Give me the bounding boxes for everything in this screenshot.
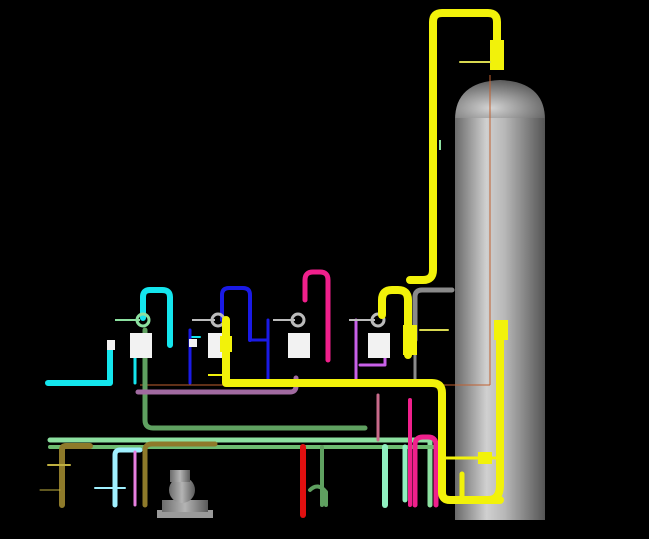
lower-header-main xyxy=(47,437,433,508)
cyan-header xyxy=(45,342,113,386)
exchanger-4 xyxy=(368,333,390,358)
pump-suction-piping xyxy=(39,441,218,508)
valve-handles xyxy=(115,319,375,376)
bottoms-pump xyxy=(157,470,213,518)
pump-motor xyxy=(170,470,190,482)
pump-casing xyxy=(169,477,195,503)
green-header-piping xyxy=(47,327,442,508)
blue-exchanger-loop xyxy=(220,286,252,342)
olive-line-2 xyxy=(142,441,218,508)
pump-yellow-valve xyxy=(478,452,492,464)
pump-baseplate xyxy=(157,510,213,518)
green-loop-left xyxy=(142,327,368,431)
purple-piping xyxy=(135,375,380,442)
magenta-bottom xyxy=(412,434,439,508)
top-valve xyxy=(490,40,504,70)
pump-base xyxy=(162,500,208,512)
exchanger-3 xyxy=(288,333,310,358)
cyan-piping xyxy=(45,287,201,386)
reboiler-return-line xyxy=(484,326,504,504)
green-u xyxy=(308,484,328,507)
overhead-to-exchanger xyxy=(378,286,412,359)
column-top-head xyxy=(455,80,545,120)
magenta-piping xyxy=(302,269,439,508)
overhead-vapor-line xyxy=(406,9,501,284)
lower-yellow-valve xyxy=(494,320,508,340)
magenta-exchanger-loop xyxy=(302,269,331,363)
instrument-lines xyxy=(140,140,490,386)
cyan-exchanger-loop xyxy=(140,287,173,348)
yellow-main-header xyxy=(222,316,504,504)
yellow-piping xyxy=(220,9,508,504)
olive-line xyxy=(59,443,93,508)
blue-piping xyxy=(188,286,270,385)
lightcyan-line xyxy=(112,447,143,508)
exchanger-1 xyxy=(130,333,152,358)
exchanger-yellow-valve xyxy=(403,325,417,355)
grey-piping xyxy=(412,287,455,382)
